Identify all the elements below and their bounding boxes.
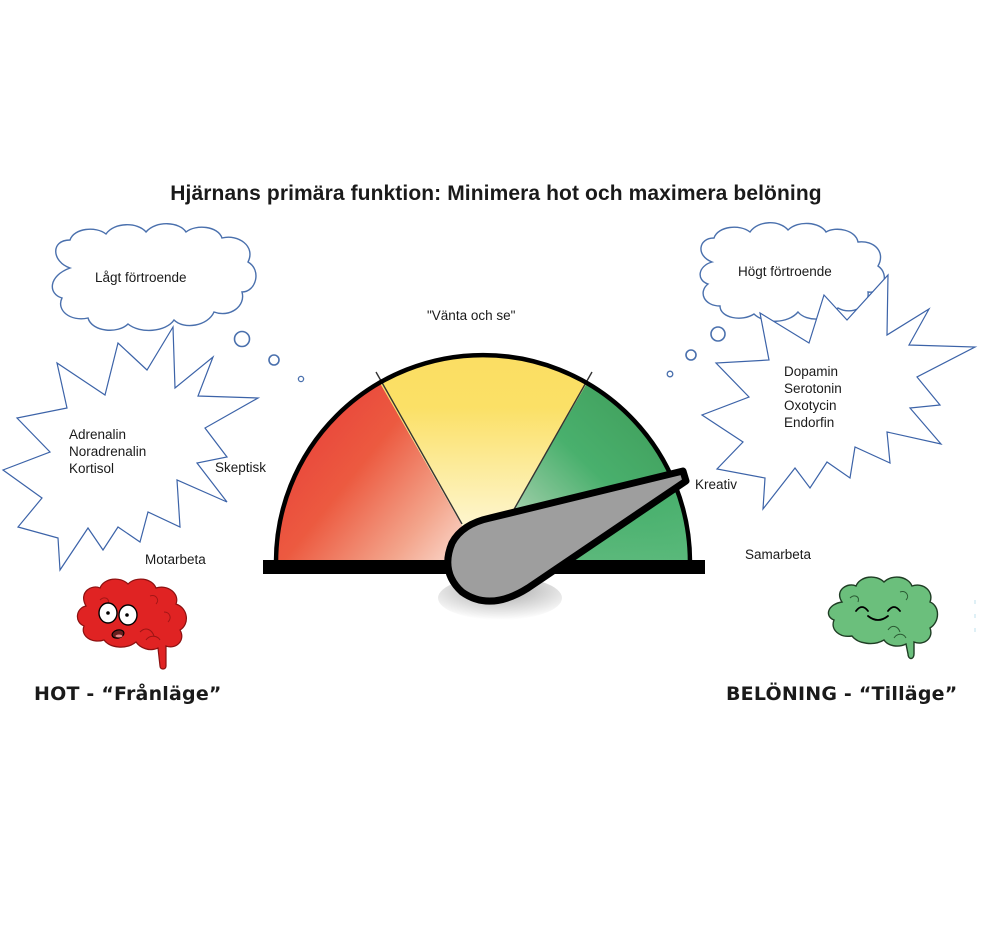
threat-reward-gauge <box>263 352 705 620</box>
label-samarbeta: Samarbeta <box>745 547 812 562</box>
hormone-item: Endorfin <box>784 415 835 430</box>
gauge-divider-right <box>507 371 593 521</box>
thought-bubble-large <box>233 330 251 348</box>
thought-bubble-medium <box>685 349 697 361</box>
thought-bubble-large <box>710 326 726 342</box>
thought-bubble-small <box>297 375 305 383</box>
threat-cloud-text: Lågt förtroende <box>95 270 187 285</box>
hormone-item: Serotonin <box>784 381 842 396</box>
brain-eye-left <box>855 606 869 612</box>
label-skeptisk: Skeptisk <box>215 460 267 475</box>
thought-bubble-medium <box>268 354 280 366</box>
reward-state-caption: BELÖNING - “Tilläge” <box>726 683 958 705</box>
page-title: Hjärnans primära funktion: Minimera hot … <box>170 182 822 205</box>
label-kreativ: Kreativ <box>695 477 738 492</box>
happy-brain-icon <box>827 576 939 660</box>
gauge-zone-neutral <box>380 355 587 562</box>
hormone-item: Adrenalin <box>69 427 127 442</box>
hormone-item: Dopamin <box>784 364 839 379</box>
threat-thought-cloud <box>51 223 305 383</box>
reward-hormone-burst <box>700 273 978 511</box>
brain-smile <box>867 615 889 621</box>
threat-hormone-burst <box>1 324 261 572</box>
gauge-needle <box>444 467 690 605</box>
gauge-rim <box>273 352 693 563</box>
threat-state-caption: HOT - “Frånläge” <box>34 683 222 705</box>
thought-bubble-small <box>666 370 674 378</box>
hormone-item: Kortisol <box>69 461 115 476</box>
gauge-divider-left <box>375 371 463 525</box>
label-motarbeta: Motarbeta <box>145 552 206 567</box>
hormone-item: Noradrenalin <box>69 444 147 459</box>
gauge-center-label: "Vänta och se" <box>427 308 516 323</box>
scared-brain-icon <box>76 578 187 670</box>
reward-cloud-text: Högt förtroende <box>738 264 832 279</box>
brain-eye-right <box>887 606 901 612</box>
hormone-item: Oxotycin <box>784 398 837 413</box>
